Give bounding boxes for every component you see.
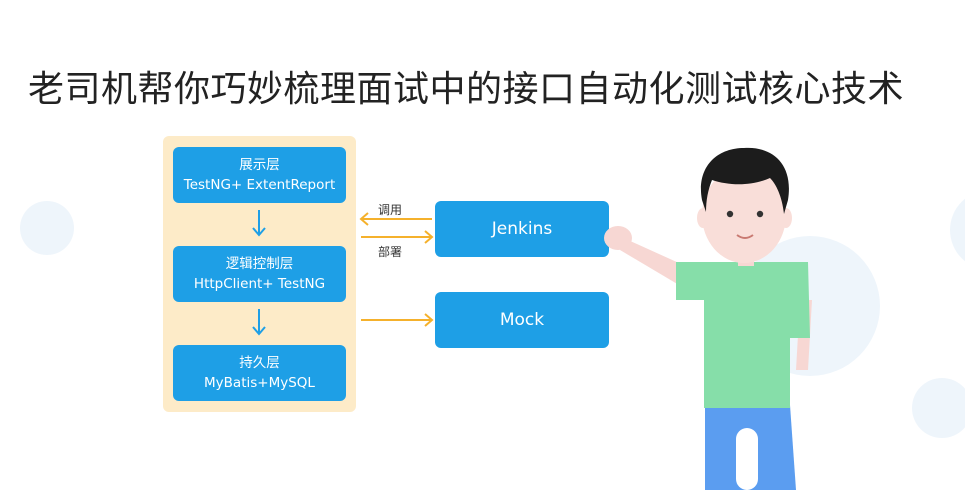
- mock-label: Mock: [499, 310, 545, 330]
- layer-persistence-name: 持久层: [239, 355, 280, 371]
- layer-presentation-name: 展示层: [239, 157, 280, 173]
- mock-box: Mock: [435, 292, 609, 348]
- mock-arrow: [361, 313, 434, 327]
- layer-persistence: 持久层 MyBatis+MySQL: [173, 345, 346, 401]
- decor-circle-left: [20, 201, 74, 255]
- call-arrow: [359, 212, 432, 226]
- down-arrow-1: [252, 210, 266, 237]
- presenter-illustration: [604, 147, 812, 490]
- layer-presentation: 展示层 TestNG+ ExtentReport: [173, 147, 346, 203]
- page-title: 老司机帮你巧妙梳理面试中的接口自动化测试核心技术: [28, 69, 905, 110]
- layer-presentation-tech: TestNG+ ExtentReport: [183, 177, 336, 193]
- deploy-label: 部署: [378, 245, 403, 259]
- jenkins-box: Jenkins: [435, 201, 609, 257]
- deploy-arrow: [361, 230, 434, 244]
- jenkins-label: Jenkins: [491, 219, 553, 239]
- layer-persistence-tech: MyBatis+MySQL: [204, 375, 315, 391]
- layer-logic-name: 逻辑控制层: [225, 256, 294, 272]
- decor-circle-right-bottom: [912, 378, 965, 438]
- layer-logic-tech: HttpClient+ TestNG: [193, 276, 326, 292]
- call-label: 调用: [378, 203, 403, 217]
- down-arrow-2: [252, 309, 266, 336]
- layer-logic: 逻辑控制层 HttpClient+ TestNG: [173, 246, 346, 302]
